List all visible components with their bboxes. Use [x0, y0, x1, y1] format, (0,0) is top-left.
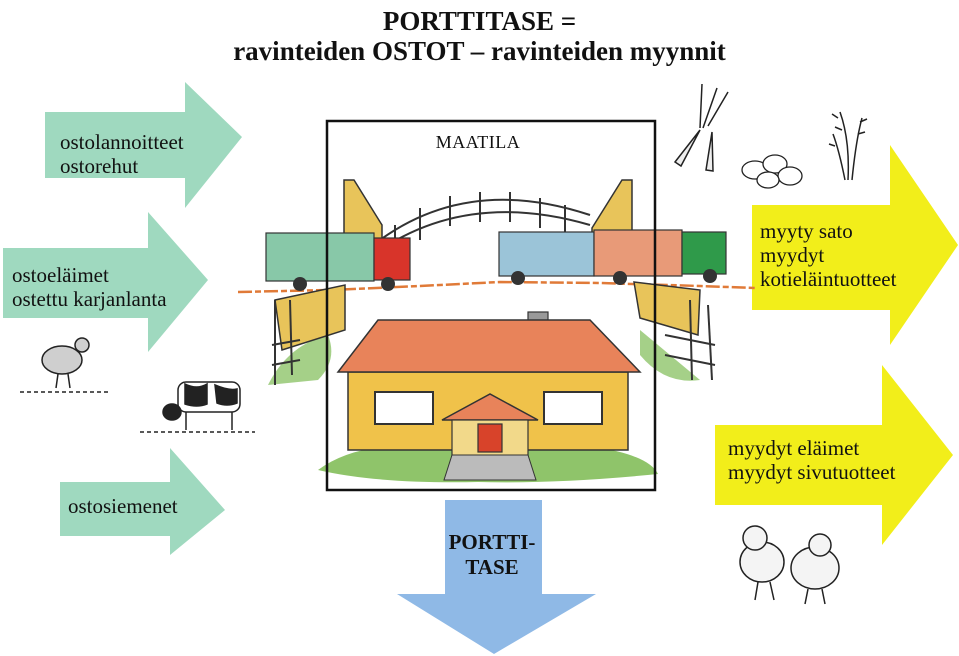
porch-steps [444, 455, 536, 480]
carrots-icon [675, 84, 728, 171]
input-label-animals-manure: ostoeläimet ostettu karjanlanta [12, 263, 167, 311]
input-label-fertilizers-feed: ostolannoitteet ostorehut [60, 130, 184, 178]
truck-left-wheel [293, 277, 307, 291]
output-label-animals-byproducts: myydyt eläimet myydyt sivutuotteet [728, 436, 895, 484]
input-label-line: ostettu karjanlanta [12, 287, 167, 311]
house-roof [338, 320, 640, 372]
truck-right-wheel [703, 269, 717, 283]
output-label-crops-products: myyty sato myydyt kotieläintuotteet [760, 219, 896, 291]
output-label-line: myydyt sivutuotteet [728, 460, 895, 484]
gate-left-front [275, 285, 345, 350]
truck-right-trailer-blue [499, 232, 594, 276]
input-label-line: ostosiemenet [68, 494, 178, 518]
truck-left-trailer [266, 233, 374, 281]
balance-label-line: TASE [432, 555, 552, 580]
input-label-line: ostorehut [60, 154, 184, 178]
balance-label: PORTTI- TASE [432, 530, 552, 580]
house-door [478, 424, 502, 452]
house-window-left [375, 392, 433, 424]
balance-label-line: PORTTI- [432, 530, 552, 555]
cow-icon [140, 382, 255, 432]
farm-label: MAATILA [398, 132, 558, 153]
truck-right-trailer-orange [594, 230, 682, 276]
grain-icon [829, 112, 867, 180]
truck-right-wheel [511, 271, 525, 285]
input-label-line: ostolannoitteet [60, 130, 184, 154]
truck-left-wheel [381, 277, 395, 291]
truck-right-wheel [613, 271, 627, 285]
truck-left-cab [374, 238, 410, 280]
input-label-line: ostoeläimet [12, 263, 167, 287]
output-label-line: kotieläintuotteet [760, 267, 896, 291]
output-label-line: myyty sato [760, 219, 896, 243]
house-window-right [544, 392, 602, 424]
input-label-seeds: ostosiemenet [68, 494, 178, 518]
hen-icon [20, 338, 110, 392]
output-label-line: myydyt [760, 243, 896, 267]
chicks-icon [740, 526, 839, 604]
truck-right-cab [682, 232, 726, 274]
output-label-line: myydyt eläimet [728, 436, 895, 460]
potatoes-icon [742, 155, 802, 188]
